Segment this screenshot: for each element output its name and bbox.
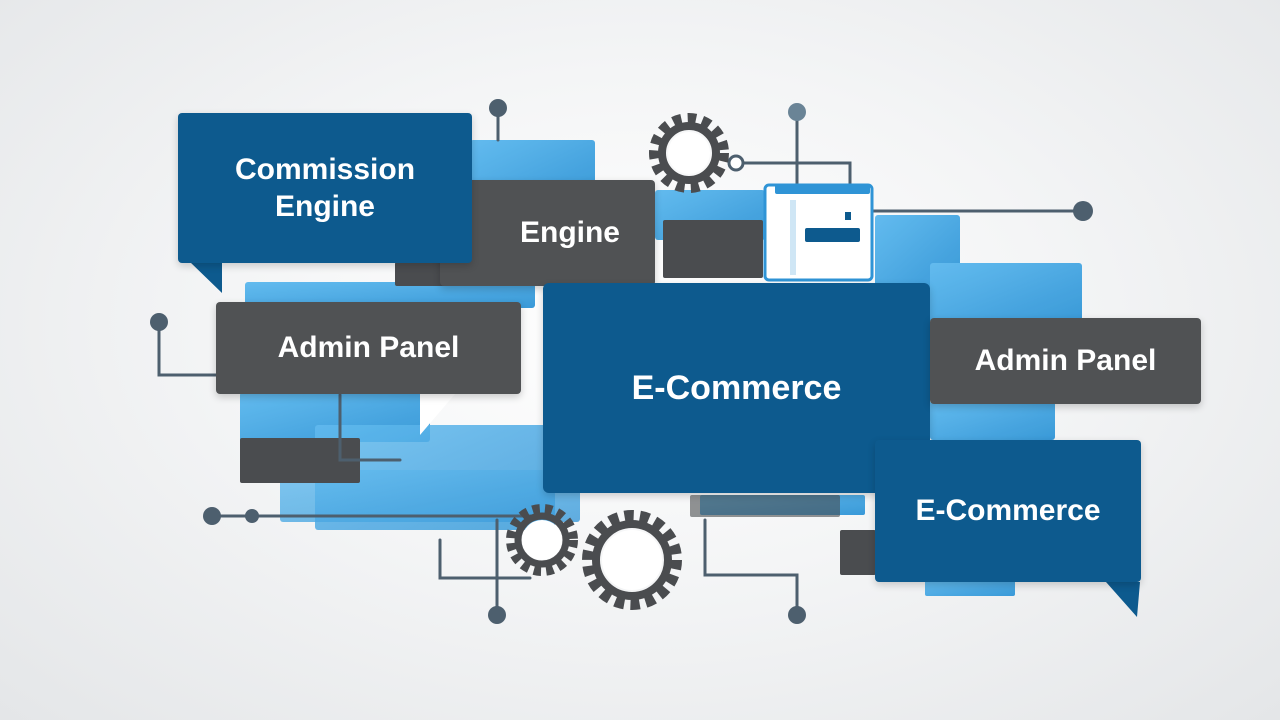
admin-panel-right-label: Admin Panel — [974, 344, 1157, 378]
connector-lines — [157, 107, 1084, 617]
admin-panel-right-box: Admin Panel — [930, 318, 1201, 404]
engine-label: Engine — [519, 216, 620, 250]
admin-panel-left-box: Admin Panel — [216, 302, 521, 394]
admin-panel-left-label: Admin Panel — [277, 331, 460, 365]
gear-icon — [649, 113, 729, 193]
ecommerce-main-label: E-Commerce — [631, 368, 842, 407]
engine-box: Engine — [440, 180, 655, 286]
gear-icon — [582, 510, 682, 610]
document-icon — [763, 183, 874, 282]
ecommerce-main-box: E-Commerce — [543, 283, 930, 493]
bubble-tails — [190, 262, 1140, 617]
gray-accent-blocks — [240, 220, 876, 575]
commission-engine-label: Commission Engine — [234, 152, 416, 224]
commission-engine-box: Commission Engine — [178, 113, 472, 263]
connector-node-icon — [150, 99, 1093, 624]
gear-icon — [506, 504, 578, 576]
ecommerce-small-box: E-Commerce — [875, 440, 1141, 582]
ecommerce-small-label: E-Commerce — [915, 494, 1101, 528]
